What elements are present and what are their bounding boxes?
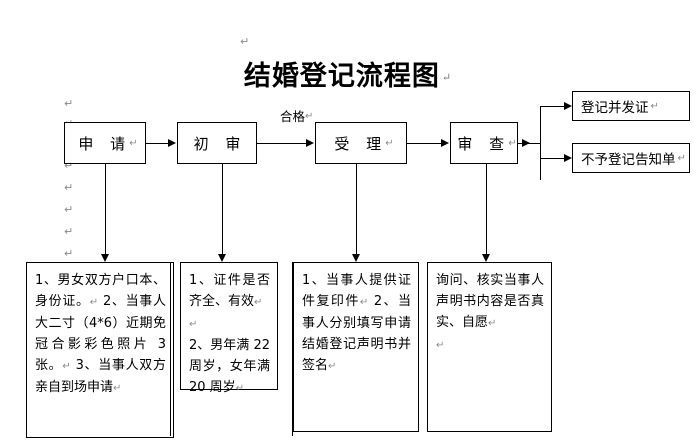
detail-preliminary-requirements[interactable]: 1、证件是否齐全、有效↵ ↵ 2、男年满 22 周岁，女年满 20 周岁↵ [180, 262, 278, 395]
paragraph-mark: ↵ [235, 383, 245, 394]
paragraph-mark: ↵ [677, 152, 686, 164]
paragraph-mark: ↵ [436, 340, 445, 351]
paragraph-mark: ↵ [64, 97, 74, 110]
detail-acceptance-requirements[interactable]: 1、当事人提供证件复印件↵ 2、当事人分别填写申请结婚登记声明书并签名↵ [293, 262, 419, 432]
detail-apply-line-3: 3、当事人双方亲自到场申请 [35, 358, 166, 395]
stage-apply-label: 申 请 [78, 134, 132, 153]
connector-apply-to-detail [105, 164, 106, 254]
arrowhead-down-icon [351, 254, 360, 262]
paragraph-mark: ↵ [305, 111, 314, 122]
paragraph-mark: ↵ [508, 137, 517, 149]
stage-acceptance[interactable]: 受 理↵ [315, 122, 407, 164]
stage-apply[interactable]: 申 请↵ [64, 122, 146, 164]
outcome-refusal-notice-label: 不予登记告知单 [581, 152, 676, 168]
connector-apply-to-preliminary [146, 143, 168, 144]
arrowhead-right-icon [168, 138, 176, 147]
paragraph-mark: ↵ [650, 100, 659, 112]
edge-label-qualified: 合格↵ [280, 106, 313, 125]
connector-acceptance-to-examination [407, 143, 441, 144]
paragraph-mark: ↵ [189, 319, 198, 330]
paragraph-mark: ↵ [64, 247, 74, 260]
detail-preliminary-line-3: 2、男年满 22 周岁，女年满 20 周岁 [189, 338, 270, 395]
connector-acceptance-to-detail [356, 164, 357, 254]
stage-acceptance-label: 受 理 [334, 134, 388, 153]
edge-label-qualified-text: 合格 [280, 109, 306, 124]
stage-examination[interactable]: 审 查↵ [450, 122, 518, 164]
paragraph-mark: ↵ [328, 361, 337, 372]
connector-branch-to-refusal [540, 158, 564, 159]
outcome-refusal-notice[interactable]: 不予登记告知单↵ [572, 143, 690, 173]
paragraph-mark: ↵ [385, 137, 394, 149]
branch-spine [540, 106, 541, 180]
detail-examination-requirements[interactable]: 询问、核实当事人声明书内容是否真实、自愿↵ ↵ [427, 262, 552, 432]
outcome-issue-certificate-label: 登记并发证 [581, 100, 649, 116]
connector-branch-to-issue [540, 106, 564, 107]
detail-preliminary-bracket-left [170, 262, 171, 436]
connector-preliminary-to-detail [222, 164, 223, 254]
detail-preliminary-bracket-right [292, 262, 293, 436]
paragraph-mark: ↵ [64, 225, 74, 238]
detail-apply-line-1: 1、男女双方户口本、身份证。 [35, 273, 166, 309]
detail-preliminary-line-1: 1、证件是否齐全、有效 [189, 273, 270, 309]
detail-apply-line-2: 2、当事人大二寸（4*6）近期免冠合影彩色照片 3 张。 [35, 294, 166, 373]
paragraph-mark: ↵ [62, 361, 71, 372]
detail-apply-requirements[interactable]: 1、男女双方户口本、身份证。↵ 2、当事人大二寸（4*6）近期免冠合影彩色照片 … [26, 262, 174, 438]
arrowhead-down-icon [100, 254, 109, 262]
page-title: 结婚登记流程图↵ [0, 54, 696, 93]
paragraph-mark: ↵ [359, 297, 369, 308]
outcome-issue-certificate[interactable]: 登记并发证↵ [572, 91, 690, 121]
arrowhead-right-icon [306, 138, 314, 147]
detail-acceptance-line-1: 1、当事人提供证件复印件 [302, 273, 411, 309]
paragraph-mark: ↵ [64, 181, 74, 194]
paragraph-mark: ↵ [89, 297, 99, 308]
arrowhead-right-icon [564, 101, 572, 110]
arrowhead-right-icon [522, 138, 530, 147]
paragraph-mark: ↵ [240, 35, 250, 48]
paragraph-mark: ↵ [254, 297, 263, 308]
paragraph-mark: ↵ [64, 159, 74, 172]
connector-examination-to-detail [486, 164, 487, 254]
page-title-text: 结婚登记流程图 [243, 61, 440, 92]
detail-acceptance-line-2: 2、当事人分别填写申请结婚登记声明书并签名 [302, 294, 411, 373]
stage-preliminary-review[interactable]: 初 审 [177, 122, 257, 164]
paragraph-mark: ↵ [441, 71, 453, 84]
paragraph-mark: ↵ [64, 203, 74, 216]
arrowhead-down-icon [217, 254, 226, 262]
arrowhead-down-icon [481, 254, 490, 262]
stage-examination-label: 审 查 [457, 134, 511, 153]
detail-examination-line-1: 询问、核实当事人声明书内容是否真实、自愿 [436, 273, 544, 330]
connector-preliminary-to-acceptance [257, 143, 306, 144]
arrowhead-right-icon [564, 153, 572, 162]
paragraph-mark: ↵ [488, 318, 497, 329]
paragraph-mark: ↵ [113, 383, 122, 394]
arrowhead-right-icon [441, 138, 449, 147]
paragraph-mark: ↵ [129, 137, 138, 149]
stage-preliminary-review-label: 初 审 [193, 134, 247, 153]
